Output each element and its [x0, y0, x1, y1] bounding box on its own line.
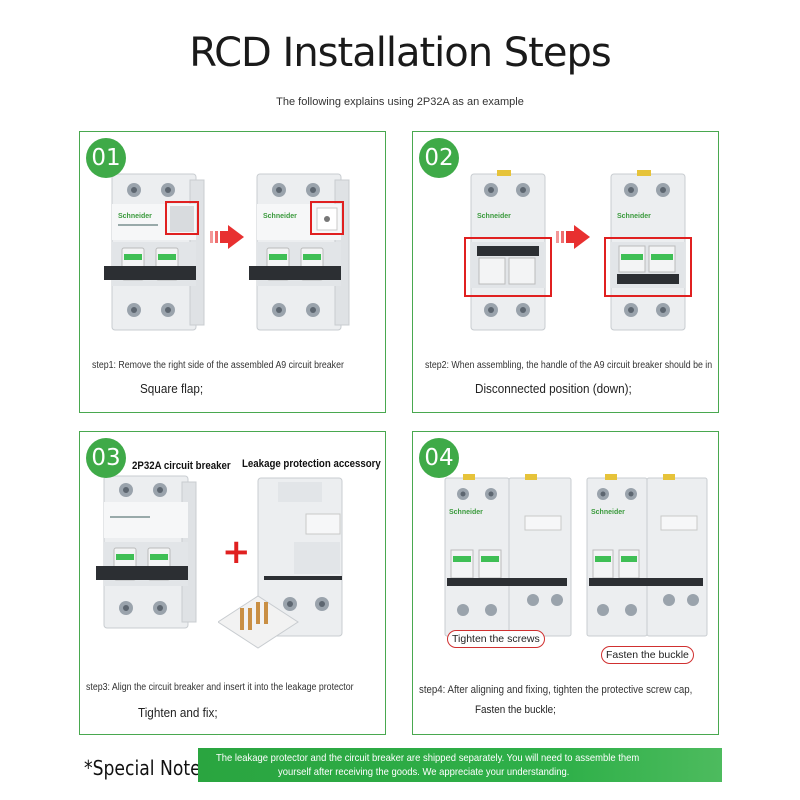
breaker-before-image: Schneider — [104, 173, 205, 331]
svg-text:Schneider: Schneider — [449, 509, 483, 516]
step-panel-3: 03 2P32A circuit breaker Leakage protect… — [79, 431, 386, 735]
svg-text:Schneider: Schneider — [477, 213, 511, 220]
step-number-badge: 02 — [419, 138, 459, 178]
highlight-box — [464, 237, 552, 297]
page-title: RCD Installation Steps — [189, 30, 611, 76]
step-number-badge: 01 — [86, 138, 126, 178]
assembled-unit-left-image: Schneider — [444, 474, 572, 637]
step-instruction-detail: Disconnected position (down); — [475, 381, 632, 396]
step-instruction: step4: After aligning and fixing, tighte… — [419, 684, 693, 696]
fasten-buckle-callout: Fasten the buckle — [601, 646, 694, 664]
special-note-banner: The leakage protector and the circuit br… — [198, 748, 722, 782]
svg-text:Schneider: Schneider — [591, 509, 625, 516]
step-instruction: step3: Align the circuit breaker and ins… — [86, 682, 354, 693]
assembled-unit-right-image: Schneider — [586, 474, 708, 637]
step-instruction: step1: Remove the right side of the asse… — [92, 360, 344, 371]
breaker-label: 2P32A circuit breaker — [132, 460, 231, 472]
plus-icon: + — [222, 532, 251, 572]
step-number-badge: 04 — [419, 438, 459, 478]
step-instruction-detail: Square flap; — [140, 381, 204, 396]
brand-label: Schneider — [118, 213, 152, 220]
step-number-badge: 03 — [86, 438, 126, 478]
page-subtitle: The following explains using 2P32A as an… — [276, 96, 524, 108]
step-instruction-detail: Fasten the buckle; — [475, 704, 556, 716]
leakage-accessory-image — [218, 477, 343, 649]
accessory-label: Leakage protection accessory — [242, 458, 381, 470]
special-note-label: *Special Note: — [84, 756, 207, 780]
special-note-line-2: yourself after receiving the goods. We a… — [278, 766, 570, 778]
breaker-after-image: Schneider — [249, 173, 350, 331]
tighten-screws-callout: Tighten the screws — [447, 630, 545, 648]
svg-text:Schneider: Schneider — [263, 213, 297, 220]
step-panel-4: 04 Schneider Schneider Tighten the screw… — [412, 431, 719, 735]
step-instruction: step2: When assembling, the handle of th… — [425, 360, 713, 371]
arrow-right-icon — [210, 225, 244, 249]
step-panel-1: 01 Schneider Schneider — [79, 131, 386, 413]
special-note-line-1: The leakage protector and the circuit br… — [216, 752, 640, 764]
step-panel-2: 02 Schneider Schneider step2: Whe — [412, 131, 719, 413]
breaker-handle-up-image: Schneider — [464, 170, 552, 331]
highlight-box — [165, 201, 199, 235]
step-instruction-detail: Tighten and fix; — [138, 705, 218, 720]
breaker-image — [96, 475, 197, 629]
arrow-right-icon — [556, 225, 590, 249]
breaker-handle-down-image: Schneider — [604, 170, 692, 331]
svg-text:Schneider: Schneider — [617, 213, 651, 220]
